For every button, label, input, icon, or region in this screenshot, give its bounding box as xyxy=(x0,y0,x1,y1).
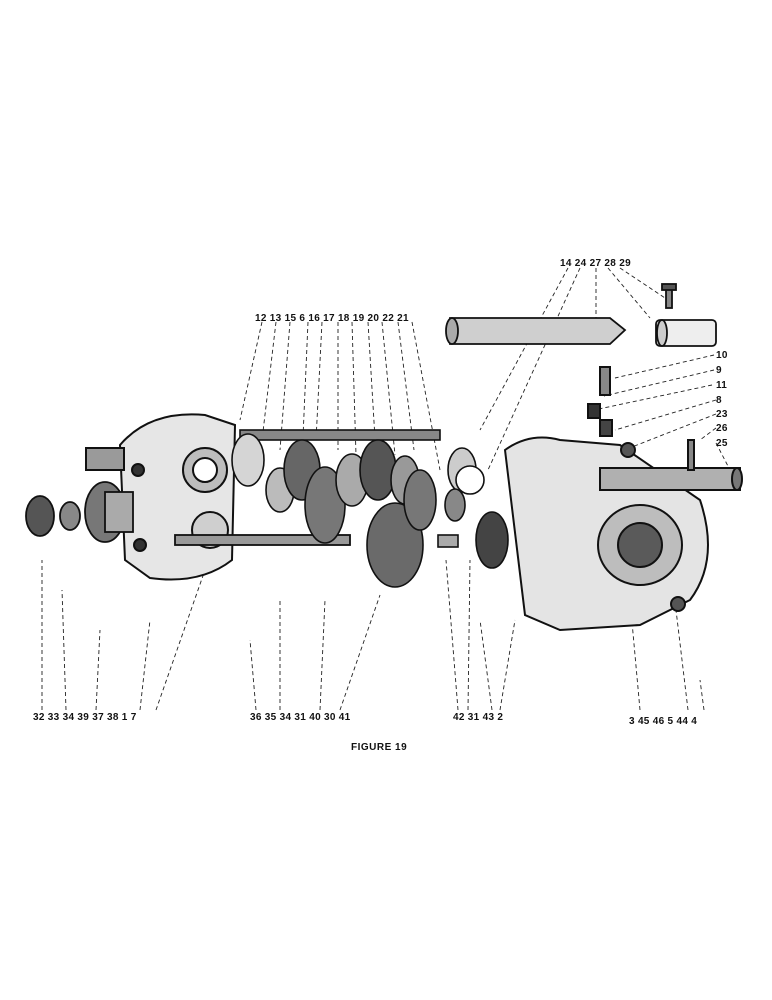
figure-caption: FIGURE 19 xyxy=(351,742,408,753)
input-shaft-assembly xyxy=(25,481,351,546)
callout-bottom-right: 3 45 46 5 44 4 xyxy=(629,716,698,727)
callout-25: 25 xyxy=(716,438,728,449)
leader-lines xyxy=(41,267,731,711)
callout-bottom-middle: 36 35 34 31 40 30 41 xyxy=(250,712,351,723)
right-housing-casting xyxy=(503,366,743,632)
output-shaft xyxy=(445,283,717,347)
callout-bottom-center: 42 31 43 2 xyxy=(453,712,504,723)
callout-8: 8 xyxy=(716,395,722,406)
gear-cluster xyxy=(231,429,509,588)
callout-top-shaft-group: 14 24 27 28 29 xyxy=(560,258,631,269)
callout-gear-group: 12 13 15 6 16 17 18 19 20 22 21 xyxy=(255,313,409,324)
callout-11: 11 xyxy=(716,380,728,391)
callout-26: 26 xyxy=(716,423,728,434)
callout-9: 9 xyxy=(716,365,722,376)
callout-23: 23 xyxy=(716,409,728,420)
callout-10: 10 xyxy=(716,350,728,361)
callout-bottom-left: 32 33 34 39 37 38 1 7 xyxy=(33,712,137,723)
small-fittings xyxy=(437,465,485,548)
